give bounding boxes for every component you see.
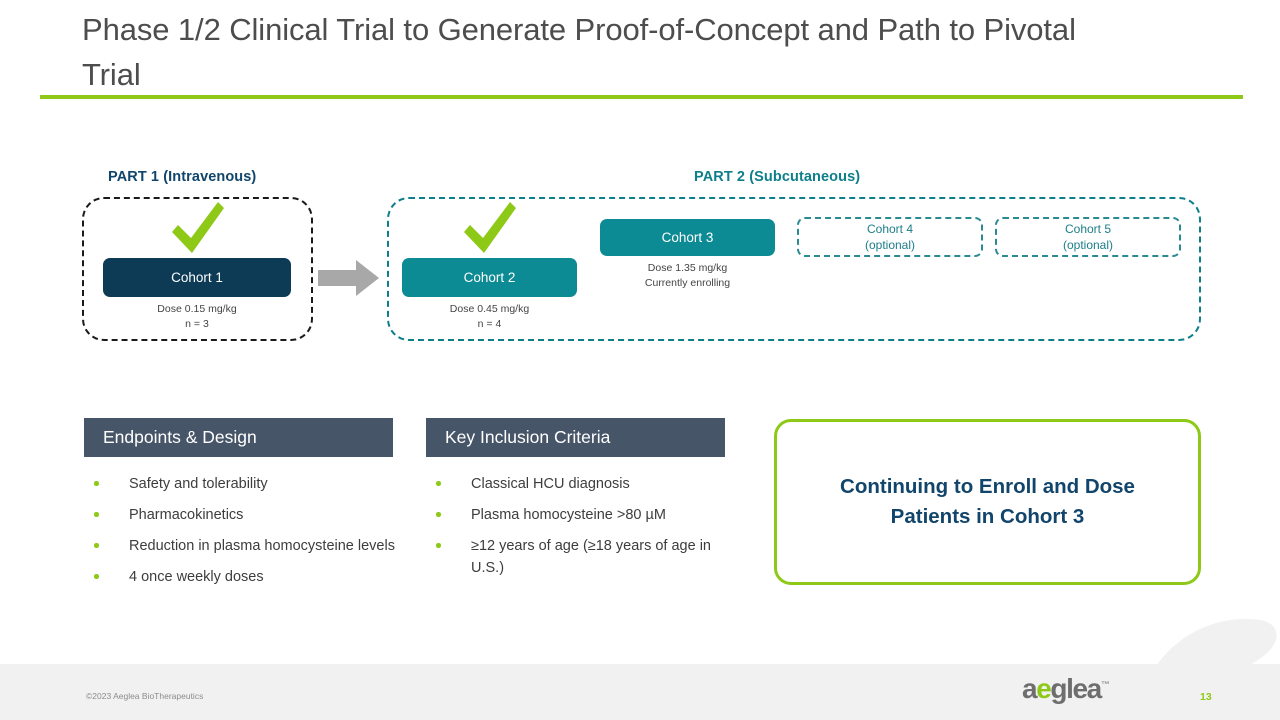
cohort-2-dose: Dose 0.45 mg/kg	[449, 303, 530, 315]
list-item: 4 once weekly doses	[90, 566, 400, 588]
cohort-1-n: n = 3	[185, 317, 209, 330]
cohort-1-caption: Dose 0.15 mg/kg n = 3	[103, 302, 291, 332]
cohort-5-chip[interactable]: Cohort 5 (optional)	[995, 217, 1181, 257]
cohort-1-chip[interactable]: Cohort 1	[103, 258, 291, 297]
endpoints-panel-header: Endpoints & Design	[84, 418, 393, 457]
logo-suffix: glea	[1050, 673, 1102, 704]
cohort-3-dose: Dose 1.35 mg/kg	[647, 262, 728, 274]
page-title: Phase 1/2 Clinical Trial to Generate Pro…	[82, 12, 1076, 92]
logo-trademark: ™	[1100, 679, 1110, 690]
inclusion-panel-header: Key Inclusion Criteria	[426, 418, 725, 457]
cohort-5-label: Cohort 5	[1064, 221, 1112, 236]
cohort-5-note: (optional)	[1062, 238, 1114, 252]
list-item: ≥12 years of age (≥18 years of age in U.…	[432, 535, 732, 579]
callout-box: Continuing to Enroll and Dose Patients i…	[774, 419, 1201, 585]
check-icon	[460, 199, 518, 264]
cohort-4-note: (optional)	[864, 238, 916, 252]
list-item: Reduction in plasma homocysteine levels	[90, 535, 400, 557]
aeglea-logo: aeglea™	[1022, 675, 1110, 703]
list-item: Pharmacokinetics	[90, 504, 400, 526]
list-item: Safety and tolerability	[90, 473, 400, 495]
logo-prefix: a	[1022, 673, 1038, 704]
inclusion-list: Classical HCU diagnosis Plasma homocyste…	[432, 473, 732, 588]
part-2-label: PART 2 (Subcutaneous)	[694, 169, 861, 185]
cohort-4-label: Cohort 4	[866, 221, 914, 236]
cohort-4-chip[interactable]: Cohort 4 (optional)	[797, 217, 983, 257]
footer-band	[0, 664, 1280, 720]
logo-highlight: e	[1036, 673, 1052, 704]
callout-text: Continuing to Enroll and Dose Patients i…	[840, 475, 1135, 528]
cohort-2-n: n = 4	[477, 317, 502, 330]
page-number: 13	[1200, 691, 1212, 703]
cohort-2-chip[interactable]: Cohort 2	[402, 258, 577, 297]
cohort-1-dose: Dose 0.15 mg/kg	[157, 303, 237, 315]
cohort-3-status: Currently enrolling	[644, 276, 731, 289]
cohort-2-caption: Dose 0.45 mg/kg n = 4	[402, 302, 577, 332]
title-underline-rule	[40, 95, 1243, 99]
copyright-text: ©2023 Aeglea BioTherapeutics	[86, 691, 204, 701]
cohort-3-caption: Dose 1.35 mg/kg Currently enrolling	[600, 261, 775, 291]
right-arrow-icon	[318, 258, 380, 303]
list-item: Classical HCU diagnosis	[432, 473, 732, 495]
part-1-label: PART 1 (Intravenous)	[108, 169, 257, 185]
list-item: Plasma homocysteine >80 µM	[432, 504, 732, 526]
check-icon	[168, 199, 226, 264]
cohort-3-chip[interactable]: Cohort 3	[600, 219, 775, 256]
endpoints-list: Safety and tolerability Pharmacokinetics…	[90, 473, 400, 597]
